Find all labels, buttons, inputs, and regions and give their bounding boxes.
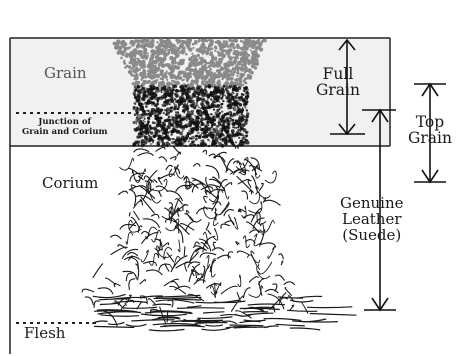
genuine-leather-label: Genuine Leather (Suede) bbox=[340, 196, 404, 243]
flesh-layer-label: Flesh bbox=[24, 326, 65, 342]
top-grain-line1: Top bbox=[408, 114, 452, 130]
corium-label-text: Corium bbox=[42, 174, 98, 192]
junction-label-line1: Junction of bbox=[22, 117, 108, 127]
junction-label-line2: Grain and Corium bbox=[22, 127, 108, 137]
top-grain-line2: Grain bbox=[408, 130, 452, 146]
flesh-label-text: Flesh bbox=[24, 324, 65, 342]
full-grain-line2: Grain bbox=[316, 82, 360, 98]
grain-layer-label: Grain bbox=[44, 66, 87, 82]
grain-label-text: Grain bbox=[44, 64, 87, 82]
full-grain-line1: Full bbox=[316, 66, 360, 82]
junction-label: Junction of Grain and Corium bbox=[22, 117, 108, 137]
genuine-line3: (Suede) bbox=[340, 228, 404, 244]
full-grain-label: Full Grain bbox=[316, 66, 360, 99]
corium-layer-label: Corium bbox=[42, 176, 98, 192]
top-grain-label: Top Grain bbox=[408, 114, 452, 147]
